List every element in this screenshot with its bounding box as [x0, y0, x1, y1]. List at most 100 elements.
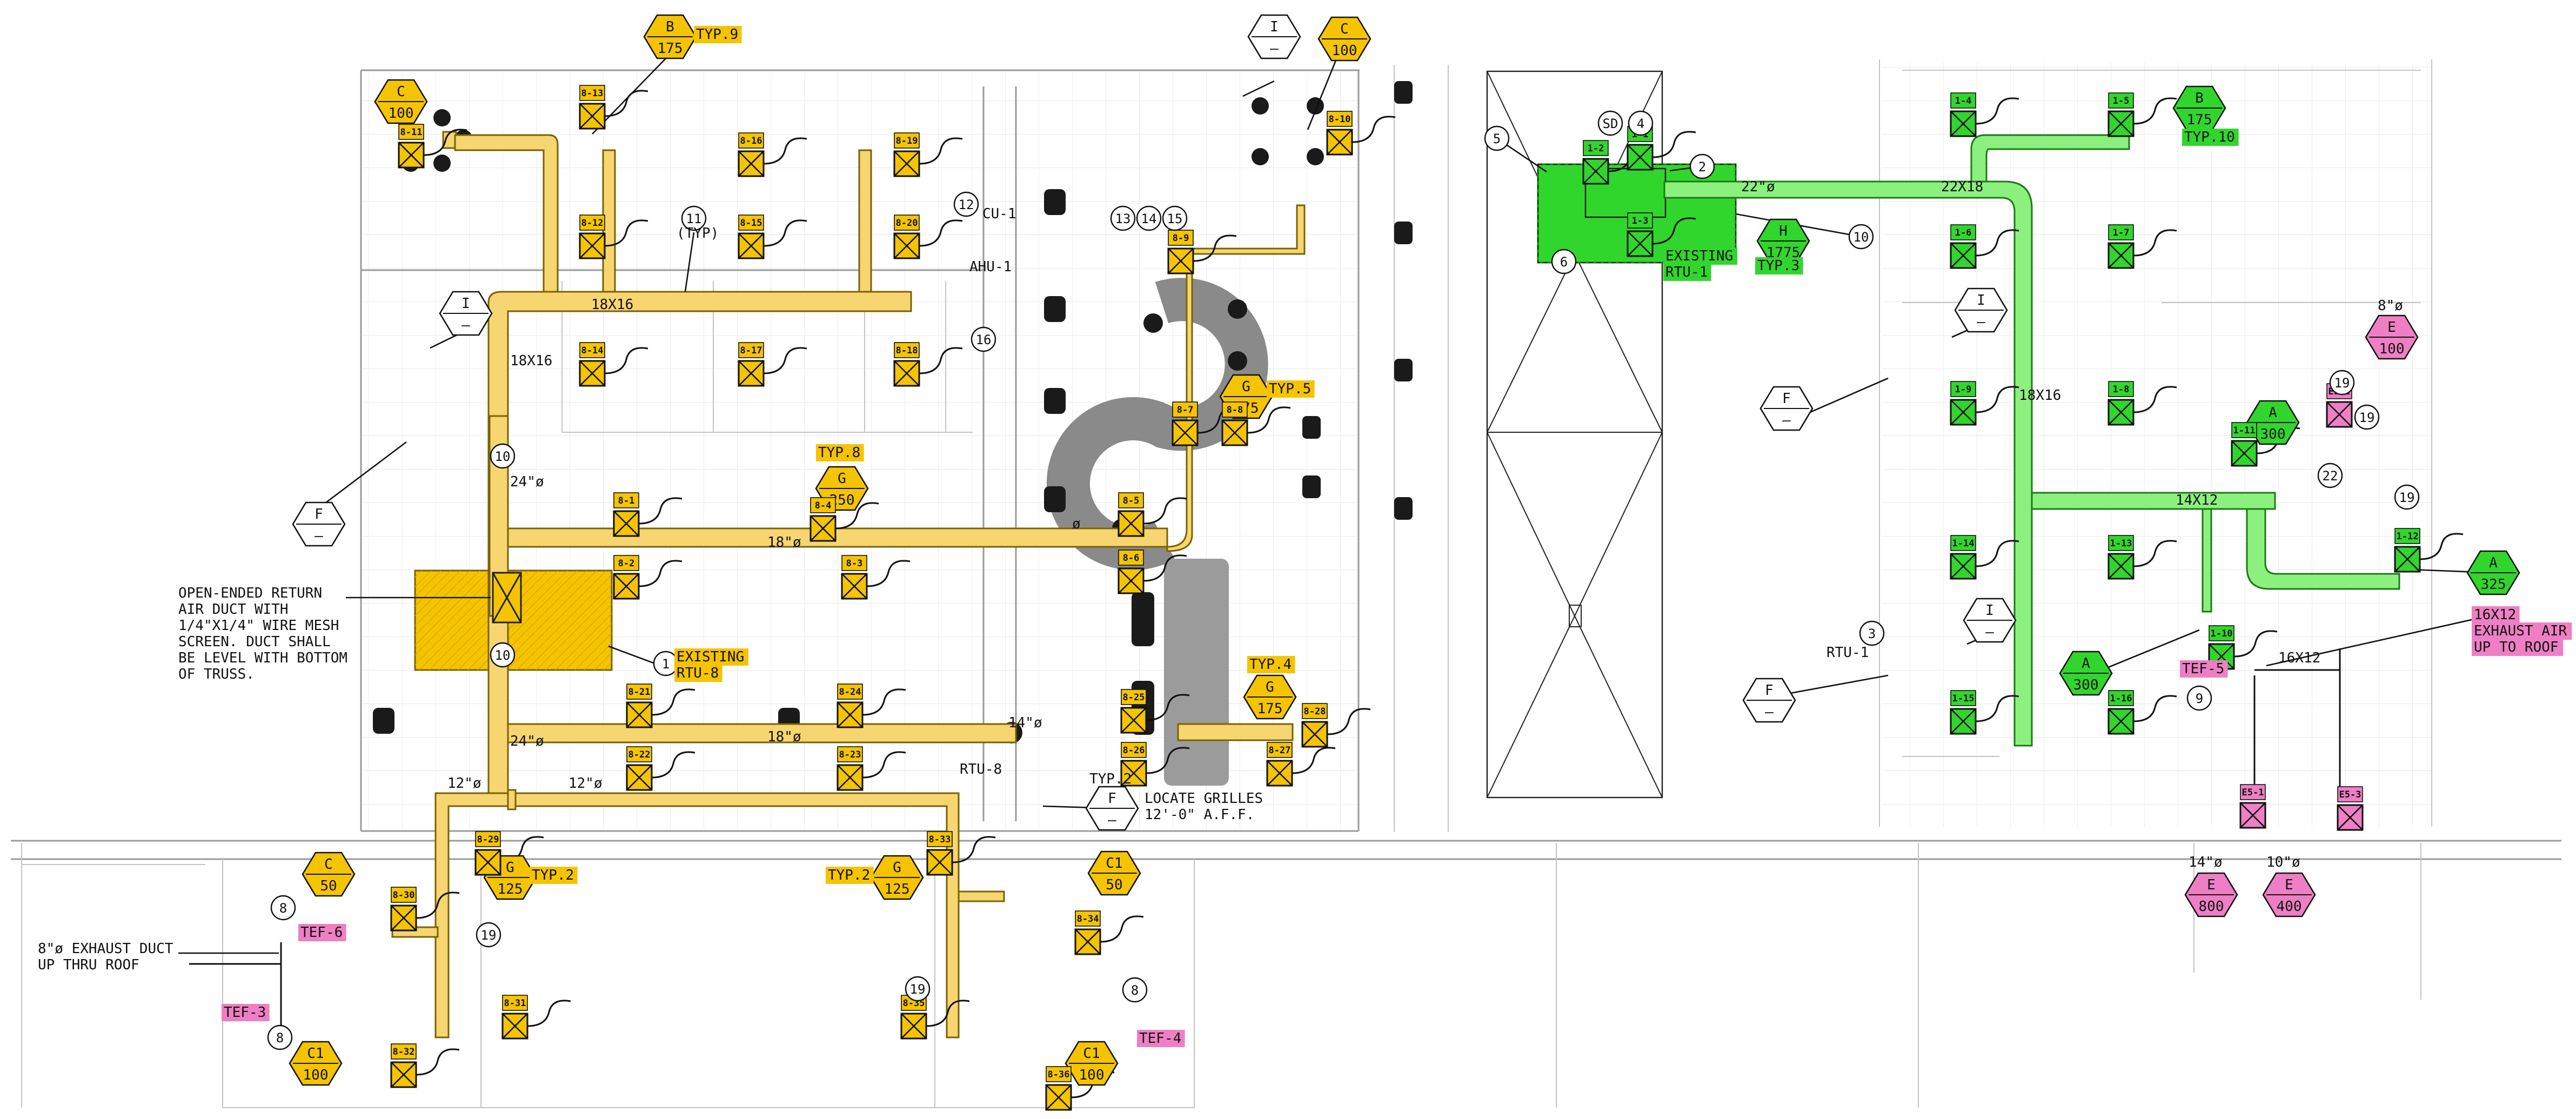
keynote-number: 10 [495, 648, 511, 663]
keynote-number: 16 [976, 332, 992, 347]
plan-label-text: 14"ø [2189, 854, 2223, 870]
yellow-device: 8-5 [1118, 492, 1145, 537]
green-device: 1-5 [2107, 92, 2135, 137]
green-device: 1-15 [1950, 690, 1977, 735]
plan-label: OF TRUSS. [178, 666, 255, 682]
hex-cfm-value: 100 [389, 105, 414, 122]
schedule-hex-tag: F— [1759, 386, 1814, 431]
plan-label-text: RTU-1 [1826, 645, 1869, 661]
plan-label-text: 18"ø [767, 729, 801, 745]
plan-label: 14"ø [1008, 715, 1042, 731]
plan-label: 12"ø [447, 775, 481, 792]
yellow-device: 8-19 [893, 132, 920, 177]
keynote-marker: 10 [490, 642, 516, 668]
device-tag-label: 8-9 [1173, 233, 1189, 244]
device-tag-label: 1-7 [2113, 227, 2130, 238]
keynote-marker: 4 [1628, 110, 1654, 136]
plan-label-text: EXHAUST AIR [2474, 623, 2567, 639]
hex-type-letter: E [2207, 877, 2216, 893]
green-device: 1-11 [2231, 422, 2258, 467]
yellow-device: 8-9 [1167, 230, 1194, 274]
plan-label-text: 8"ø EXHAUST DUCT [38, 941, 173, 957]
plan-label-text: 14"ø [1008, 715, 1042, 731]
plan-label: TYP.3 [1755, 257, 1803, 274]
hex-type-letter: H [1779, 223, 1788, 239]
device-tag-label: 8-31 [504, 998, 526, 1009]
hex-type-letter: E [2387, 319, 2396, 336]
keynote-marker: 11 [681, 205, 707, 231]
plan-label-text: OPEN-ENDED RETURN [178, 585, 322, 601]
device-tag-label: 8-14 [581, 345, 604, 356]
hex-cfm-value: 800 [2199, 899, 2224, 915]
plan-label-text: TEF-5 [2182, 661, 2224, 677]
green-device: 1-9 [1950, 381, 1977, 426]
plan-label: 18X16 [510, 353, 552, 369]
plan-label: TYP.8 [816, 444, 864, 461]
plan-label: EXHAUST AIR [2472, 622, 2572, 640]
plan-label: 16X12 [2278, 650, 2320, 666]
plan-label: CU-1 [982, 206, 1016, 222]
yellow-device: 8-25 [1120, 689, 1147, 734]
device-tag-label: 1-12 [2397, 531, 2419, 542]
plan-label-text: RTU-1 [1665, 264, 1708, 280]
device-tag-label: 8-20 [896, 218, 918, 229]
hex-type-letter: C [324, 856, 333, 873]
keynote-marker: 8 [1122, 977, 1148, 1003]
plan-label: 8"ø EXHAUST DUCT [38, 941, 173, 957]
hex-cfm-value: 175 [1257, 701, 1283, 717]
keynote-marker: 8 [267, 1024, 293, 1050]
hex-type-letter: F [1108, 790, 1116, 807]
plan-label: TEF-3 [222, 1004, 270, 1021]
device-tag-label: 8-22 [628, 749, 651, 760]
yellow-device: 8-29 [474, 831, 501, 876]
plan-label: RTU-8 [674, 665, 722, 682]
hex-cfm-value: — [1782, 412, 1791, 428]
plan-label-text: 1/4"X1/4" WIRE MESH [178, 618, 339, 634]
plan-label-text: TYP.10 [2184, 129, 2235, 145]
plan-label: 22X18 [1941, 179, 1983, 195]
green-device: 1-13 [2107, 535, 2135, 580]
keynote-number: 19 [481, 928, 497, 943]
yellow-device: 8-18 [893, 342, 920, 387]
yellow-device: 8-27 [1266, 742, 1293, 787]
device-tag-label: 8-4 [815, 500, 832, 511]
green-device: 1-1 [1627, 126, 1654, 171]
plan-label-text: 12'-0" A.F.F. [1145, 807, 1255, 823]
plan-label-text: TYP.2 [1089, 771, 1132, 787]
keynote-number: 8 [279, 901, 287, 916]
diffuser-schedule-tags: B175C100C100G175G250G175G125G125C150C50C… [289, 14, 2520, 1086]
device-tag-label: 8-5 [1123, 495, 1140, 506]
hex-type-letter: C1 [1106, 855, 1122, 872]
yellow-device: 8-30 [390, 887, 417, 932]
hex-type-letter: G [506, 860, 514, 876]
plan-label: TYP.2 [1089, 771, 1132, 787]
hex-cfm-value: 175 [658, 41, 683, 57]
keynote-marker: 3 [1859, 620, 1885, 646]
plan-label: TEF-6 [298, 924, 346, 941]
device-tag-label: 8-7 [1177, 405, 1194, 416]
device-tag-label: 8-1 [618, 495, 635, 506]
device-tag-label: 1-5 [2113, 96, 2130, 106]
yellow-device: 8-36 [1045, 1066, 1072, 1111]
plan-label-text: 12"ø [447, 775, 481, 792]
device-tag-label: 8-28 [1304, 706, 1326, 717]
device-tag-label: 1-9 [1955, 384, 1972, 395]
device-tag-label: 1-14 [1952, 538, 1975, 549]
plan-label-text: 22"ø [1741, 179, 1775, 195]
plan-label: 12'-0" A.F.F. [1145, 807, 1255, 823]
schedule-hex-tag: I— [1963, 598, 2017, 643]
plan-label-text: EXISTING [677, 649, 744, 665]
yellow-device: 8-35 [900, 995, 927, 1040]
keynote-number: SD [1603, 116, 1618, 131]
plan-label: UP THRU ROOF [38, 957, 139, 973]
yellow-device: 8-14 [579, 342, 606, 387]
keynote-marker: 19 [2394, 484, 2420, 510]
device-tag-label: 8-10 [1329, 114, 1351, 125]
keynote-marker: 16 [971, 326, 996, 352]
plan-label-text: 18X16 [591, 297, 633, 313]
hex-type-letter: B [666, 19, 674, 35]
